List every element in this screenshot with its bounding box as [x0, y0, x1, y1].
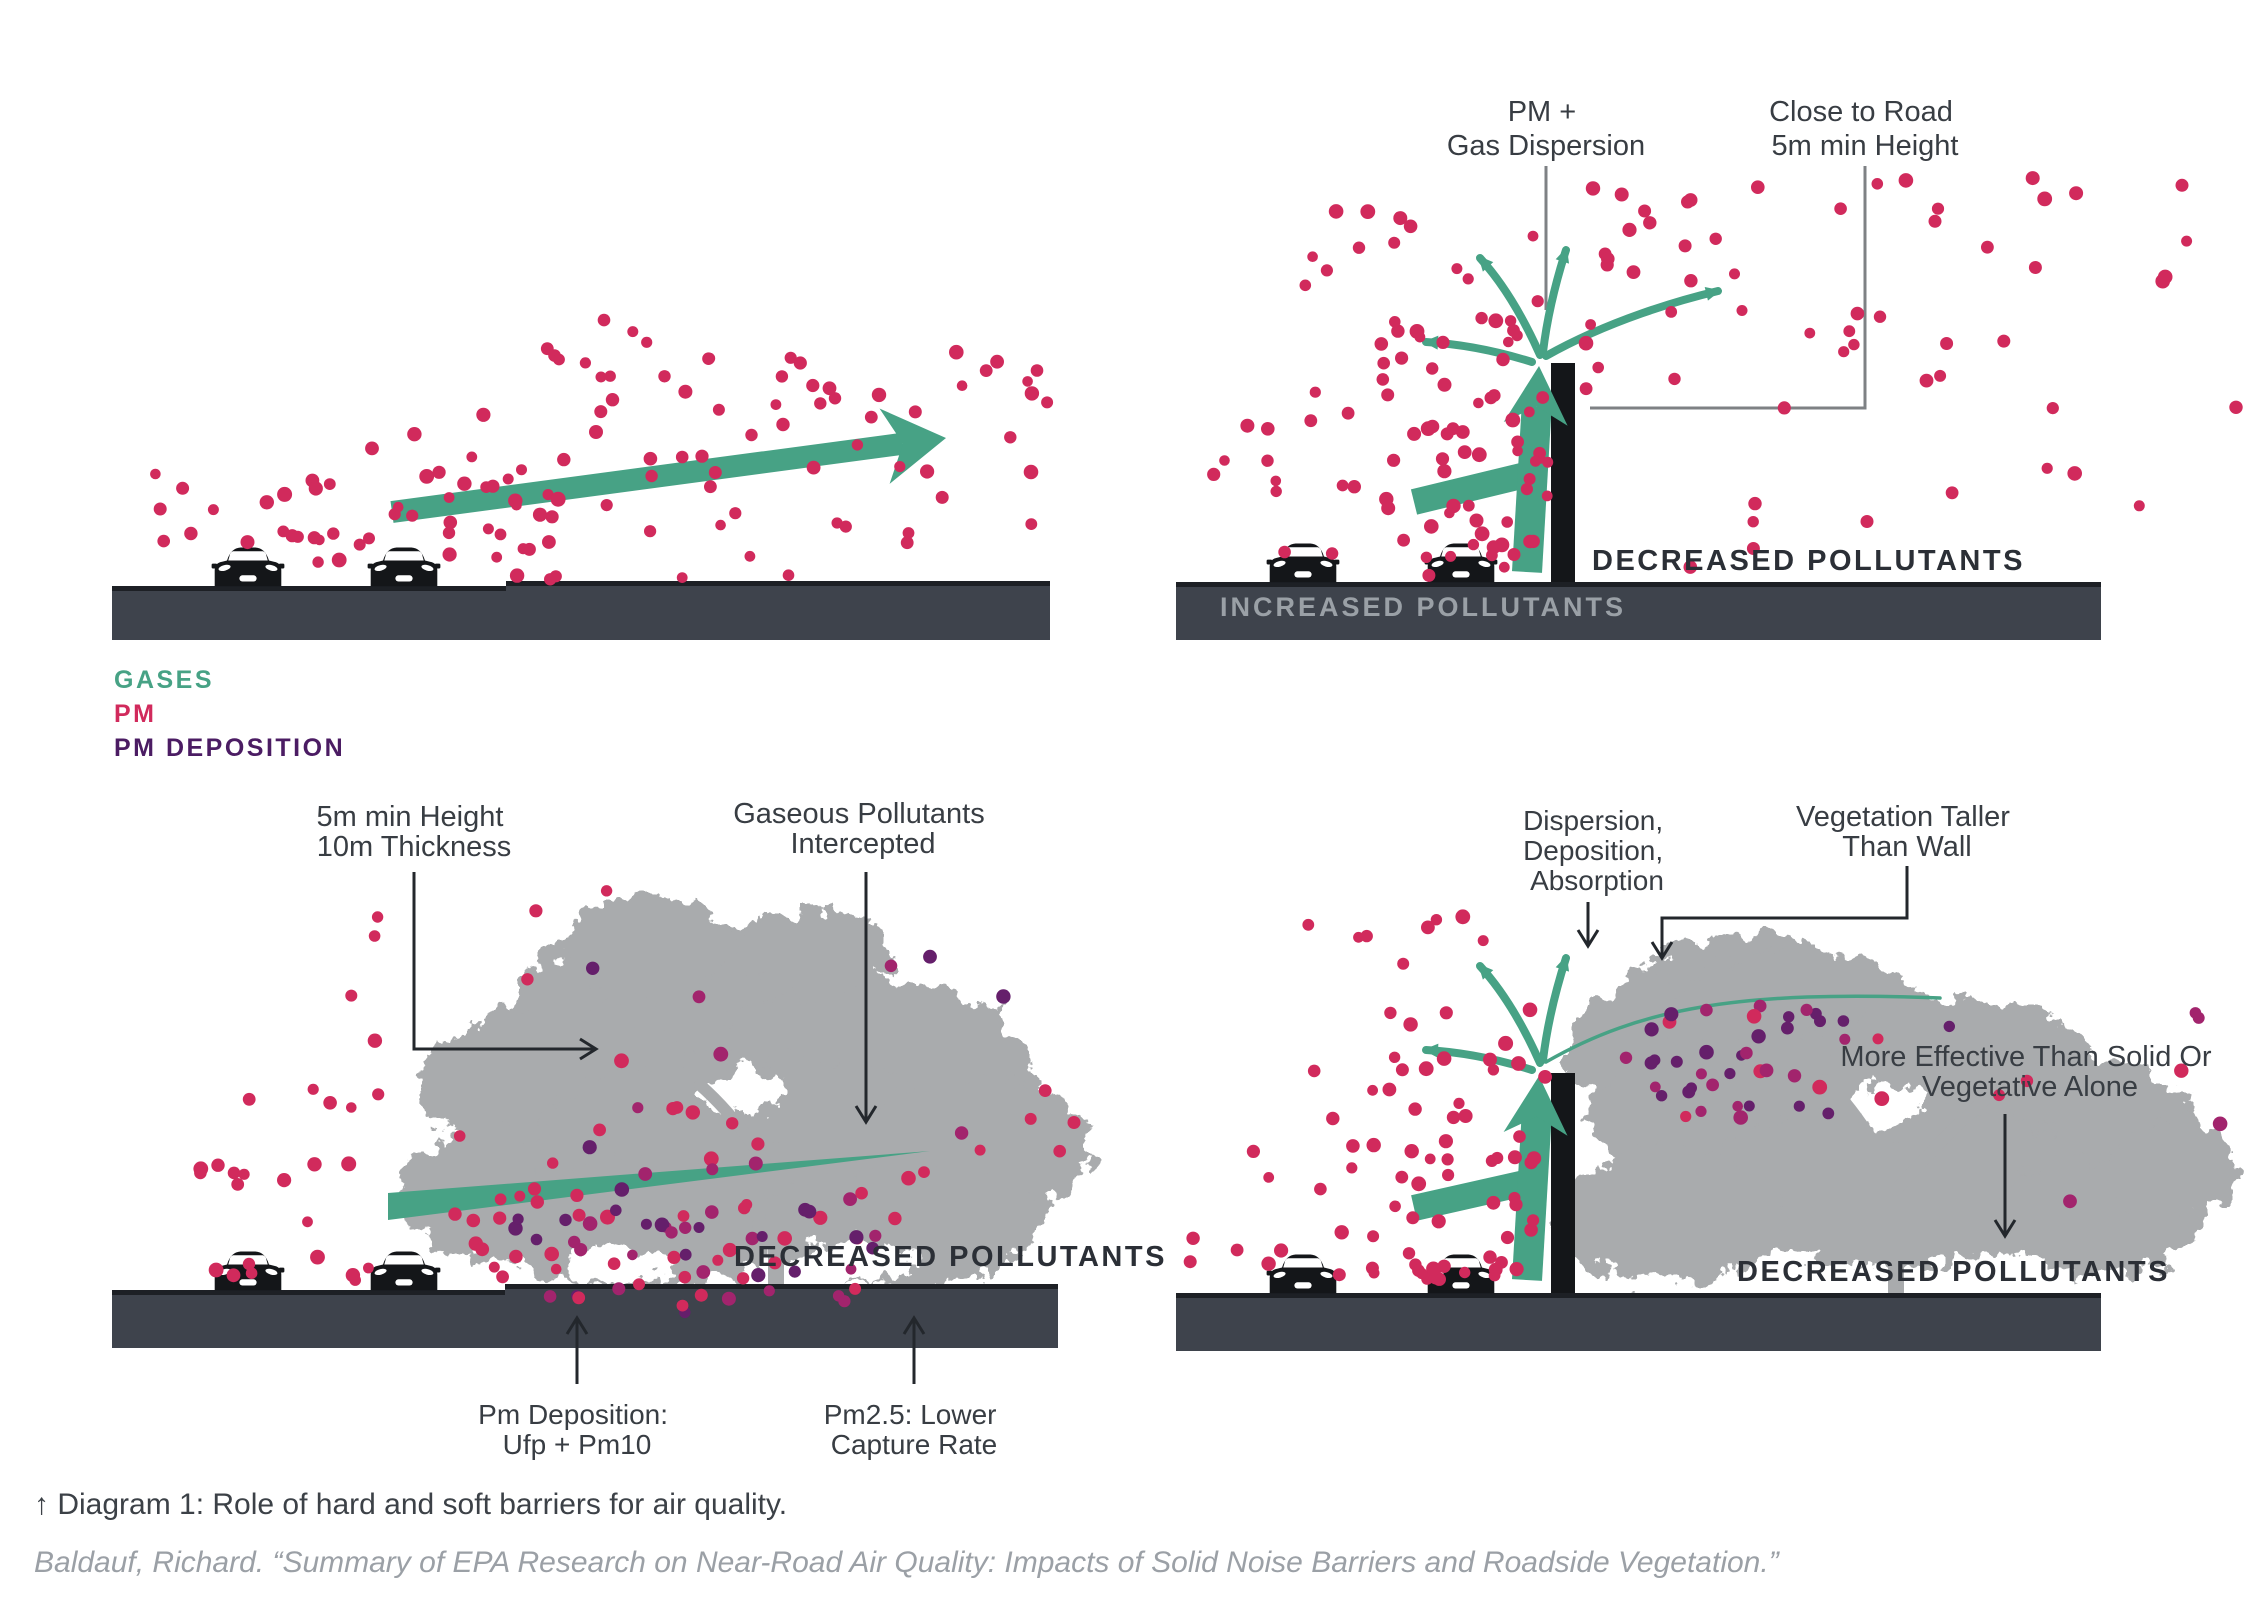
label-vegetation-taller: Vegetation Taller Than Wall [1796, 801, 2018, 863]
decreased-pollutants-label-vegetation: DECREASED POLLUTANTS [734, 1241, 1167, 1273]
label-dispersion-deposition-absorption: Dispersion, Deposition, Absorption [1523, 805, 1671, 896]
increased-pollutants-label: INCREASED POLLUTANTS [1220, 592, 1626, 622]
vegetation-tree-left [395, 895, 1090, 1300]
label-5m-min-height: 5m min Height 10m Thickness [316, 801, 511, 863]
car-icon [367, 547, 441, 587]
leader-5m-height [412, 872, 599, 1061]
car-icon [1424, 543, 1498, 583]
road-vegetation [112, 1284, 1058, 1348]
label-pm-gas-dispersion: PM + Gas Dispersion [1447, 96, 1645, 162]
label-more-effective: More Effective Than Solid Or Vegetative … [1840, 1041, 2219, 1103]
gas-arrow-open-road [390, 408, 946, 523]
legend-pm-deposition: PM DEPOSITION [114, 734, 345, 762]
leader-vegetation-taller [1650, 866, 1909, 961]
leader-lines-gray [1544, 166, 1867, 410]
vegetation-tree-right [1557, 935, 2240, 1300]
pm-dots-open-road [150, 313, 1054, 586]
gas-fountain-solid-barrier [1422, 246, 1722, 366]
label-pm25-capture: Pm2.5: Lower Capture Rate [824, 1399, 1005, 1460]
pm-dots-vegetation [193, 885, 1081, 1319]
gas-arrow-wall-updraft-combined [1411, 1076, 1568, 1281]
pm-dots-solid-barrier [1207, 171, 2243, 582]
noise-barrier-wall-combined [1551, 1073, 1575, 1293]
road-combined [1176, 1293, 2101, 1351]
legend-gases: GASES [114, 666, 214, 694]
road-solid-barrier [1176, 582, 2101, 640]
figure-caption: ↑ Diagram 1: Role of hard and soft barri… [34, 1488, 787, 1521]
label-pm-deposition-ufp: Pm Deposition: Ufp + Pm10 [478, 1399, 676, 1460]
label-close-to-road: Close to Road 5m min Height [1769, 96, 1961, 162]
pm-dots-combined [1183, 909, 2228, 1286]
legend-pm: PM [114, 700, 157, 728]
car-icon [1266, 1254, 1340, 1294]
decreased-pollutants-label-combined: DECREASED POLLUTANTS [1737, 1256, 2170, 1288]
label-gaseous-intercepted: Gaseous Pollutants Intercepted [733, 798, 993, 860]
legend: GASES PM PM DEPOSITION [114, 666, 345, 762]
car-icon [211, 547, 285, 587]
figure-citation: Baldauf, Richard. “Summary of EPA Resear… [34, 1546, 1781, 1579]
leader-lines-black [412, 866, 2017, 1384]
noise-barrier-wall [1551, 363, 1575, 582]
gas-wedge-intercepted [388, 1151, 930, 1220]
leader-close-to-road [1590, 166, 1867, 410]
car-icon [367, 1251, 441, 1291]
road-open [112, 581, 1050, 640]
decreased-pollutants-label-solid: DECREASED POLLUTANTS [1592, 545, 2025, 577]
